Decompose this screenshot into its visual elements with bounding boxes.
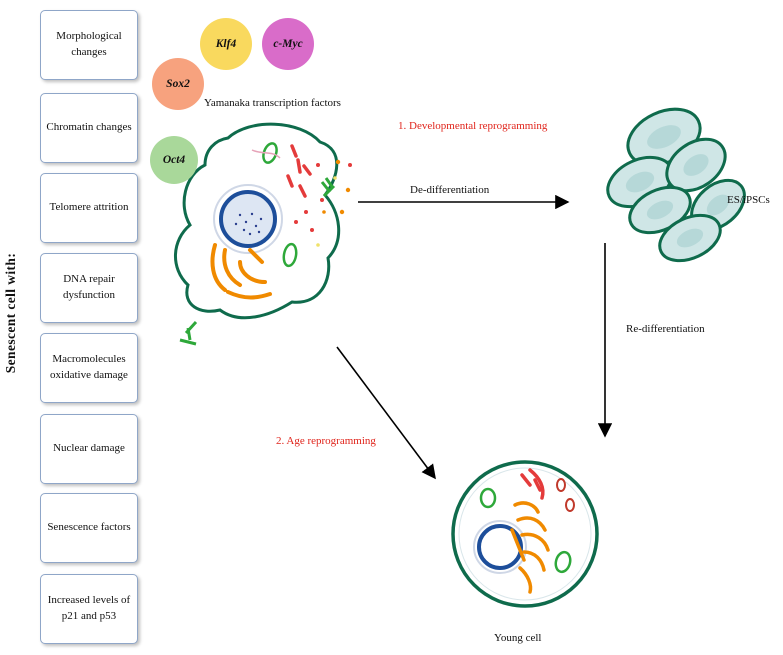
hallmark-p21-p53-levels: Increased levels of p21 and p53 xyxy=(40,574,138,644)
de-differentiation-label: De-differentiation xyxy=(410,184,490,196)
senescent-protrusion-1 xyxy=(320,177,336,198)
factor-oct4-label: Oct4 xyxy=(162,154,186,166)
senescent-particles xyxy=(294,159,352,247)
factor-oct4: Oct4 xyxy=(150,136,198,184)
senescent-cell xyxy=(174,122,352,346)
chromatin-dots xyxy=(234,212,263,236)
factor-sox2: Sox2 xyxy=(152,58,204,110)
hallmark-nuclear-damage: Nuclear damage xyxy=(40,414,138,484)
factor-klf4: Klf4 xyxy=(200,18,252,70)
young-golgi xyxy=(510,501,550,594)
hallmark-chromatin-changes: Chromatin changes xyxy=(40,93,138,163)
arrow-age-reprogramming xyxy=(336,346,436,480)
senescent-mitochondrion-2 xyxy=(282,242,298,268)
young-red-structures xyxy=(520,468,545,500)
hallmark-dna-repair-dysfunction: DNA repair dysfunction xyxy=(40,253,138,323)
hallmark-senescence-factors: Senescence factors xyxy=(40,493,138,563)
hallmark-telomere-attrition: Telomere attrition xyxy=(40,173,138,243)
senescent-protrusion-2 xyxy=(179,320,198,346)
developmental-reprogramming-label: 1. Developmental reprogramming xyxy=(398,120,548,132)
factor-cmyc-label: c-Myc xyxy=(273,38,303,50)
senescent-nucleus xyxy=(219,190,277,248)
senescent-red-fragments xyxy=(286,144,312,198)
re-differentiation-label: Re-differentiation xyxy=(626,323,705,335)
factor-cmyc: c-Myc xyxy=(262,18,314,70)
senescent-golgi xyxy=(210,243,272,300)
young-mitochondrion-2 xyxy=(554,550,572,574)
young-nucleus xyxy=(477,524,523,570)
young-cell xyxy=(451,460,599,608)
hallmark-morphological-changes: Morphological changes xyxy=(40,10,138,80)
hallmark-oxidative-damage: Macromolecules oxidative damage xyxy=(40,333,138,403)
yamanaka-caption: Yamanaka transcription factors xyxy=(204,97,341,109)
factor-sox2-label: Sox2 xyxy=(166,78,190,90)
stem-cell-cluster xyxy=(606,107,746,263)
es-ipscs-label: ES/iPSCs xyxy=(727,194,770,206)
young-mitochondrion-1 xyxy=(479,487,497,509)
age-reprogramming-label: 2. Age reprogramming xyxy=(276,435,376,447)
factor-klf4-label: Klf4 xyxy=(215,38,237,50)
young-vesicle-1 xyxy=(556,478,566,492)
young-cell-label: Young cell xyxy=(494,632,542,644)
young-vesicle-2 xyxy=(565,498,575,512)
